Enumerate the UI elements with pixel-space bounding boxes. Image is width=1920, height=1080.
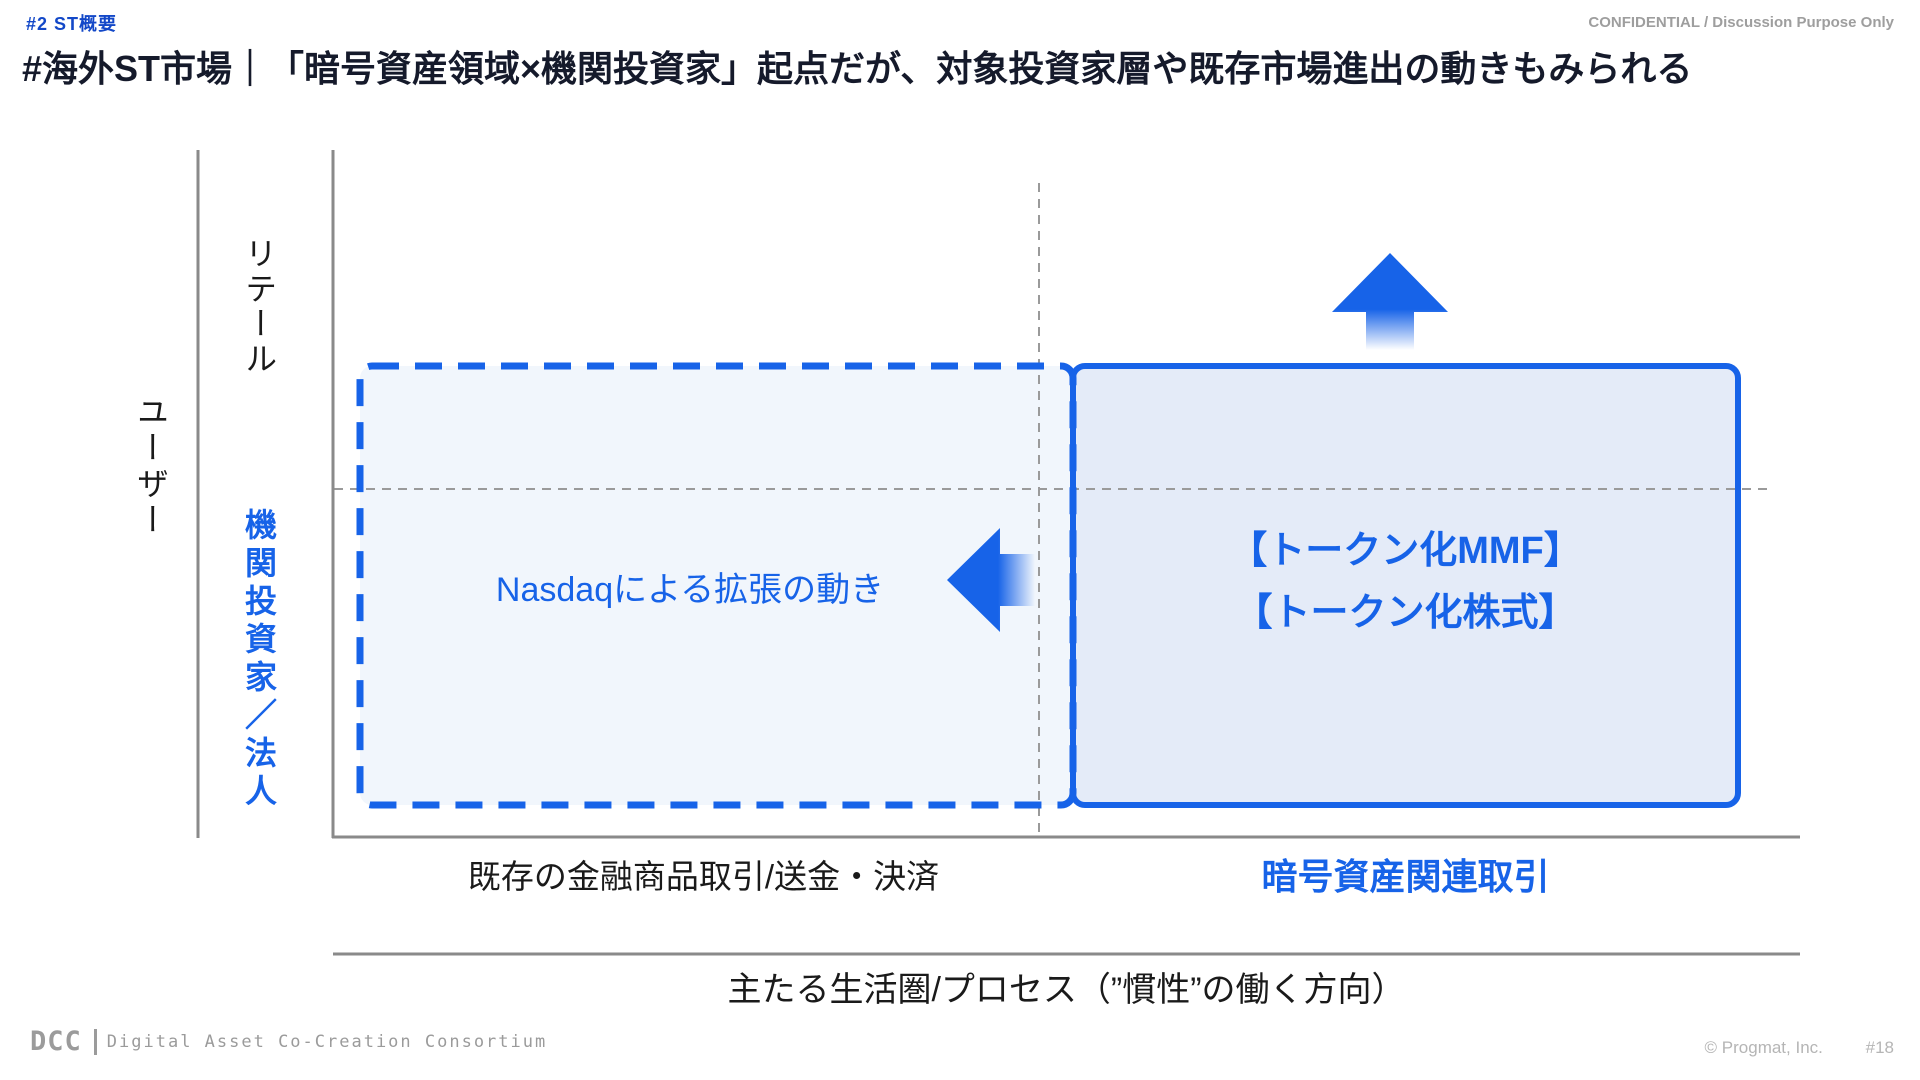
y-axis-bottom-label: 機関投資家／法人	[241, 508, 277, 812]
dashed-box-label: Nasdaqによる拡張の動き	[495, 571, 885, 609]
token-mmf-label: 【トークン化MMF】	[1229, 530, 1582, 572]
up-arrow-icon	[1332, 253, 1448, 350]
x-axis-right-label: 暗号資産関連取引	[1261, 856, 1550, 897]
y-axis-title: ユーザー	[133, 395, 169, 539]
solid-box-fill	[1073, 366, 1738, 805]
slide-title: #海外ST市場｜「暗号資産領域×機関投資家」起点だが、対象投資家層や既存市場進出…	[22, 48, 1693, 89]
footer-brand: DCC Digital Asset Co-Creation Consortium	[30, 1026, 547, 1057]
y-axis-top-label: リテール	[241, 237, 277, 377]
copyright-text: © Progmat, Inc.	[1704, 1038, 1823, 1057]
footer-divider	[93, 1028, 97, 1055]
solid-box-border	[1070, 363, 1741, 808]
page-number: #18	[1865, 1038, 1894, 1057]
consortium-name: Digital Asset Co-Creation Consortium	[106, 1031, 548, 1052]
dashed-box-fill	[360, 366, 1073, 805]
section-tag: #2 ST概要	[26, 14, 118, 34]
dcc-logo: DCC	[30, 1026, 82, 1057]
left-arrow-icon	[947, 528, 1035, 632]
solid-box-labels: 【トークン化MMF】 【トークン化株式】	[1073, 520, 1738, 644]
x-axis-left-label: 既存の金融商品取引/送金・決済	[467, 858, 940, 895]
footer-meta: © Progmat, Inc. #18	[1705, 1038, 1894, 1058]
token-stock-label: 【トークン化株式】	[1234, 592, 1577, 634]
x-axis-caption: 主たる生活圏/プロセス（”慣性”の働く方向）	[727, 971, 1406, 1009]
confidential-note: CONFIDENTIAL / Discussion Purpose Only	[1588, 14, 1894, 31]
